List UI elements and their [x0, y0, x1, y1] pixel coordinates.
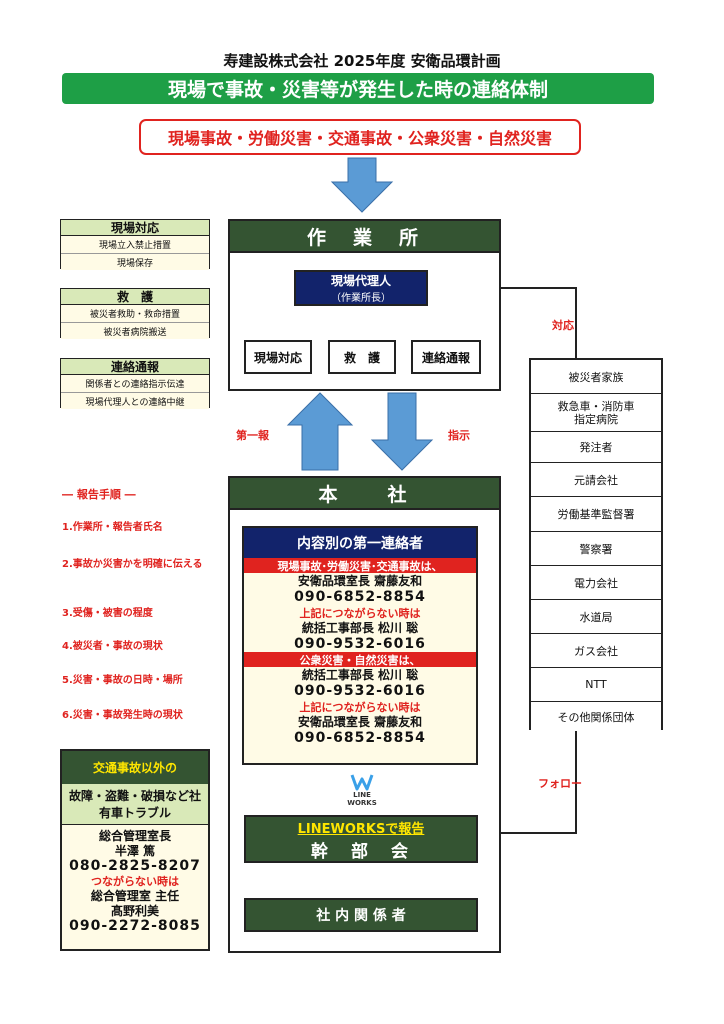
- arrow-up-first-report-icon: [286, 392, 354, 471]
- site-manager-box: 現場代理人 （作業所長）: [294, 270, 428, 306]
- internal-staff: 社 内 関 係 者: [244, 898, 478, 932]
- contact-water-bureau: 水道局: [531, 599, 661, 633]
- label-first-report: 第一報: [236, 429, 269, 442]
- case1-fallback: 上記につながらない時は: [299, 606, 421, 620]
- left-box-item: 関係者との連絡指示伝達: [61, 375, 209, 392]
- case2-fallback: 上記につながらない時は: [299, 700, 421, 714]
- contact-police: 警察署: [531, 531, 661, 565]
- incident-types: 現場事故・労働災害・交通事故・公衆災害・自然災害: [139, 119, 581, 155]
- contact-table-title: 内容別の第一連絡者: [244, 528, 476, 558]
- external-contacts: 被災者家族 救急車・消防車 指定病院 発注者 元請会社 労働基準監督署 警察署 …: [529, 358, 663, 731]
- left-box-title: 連絡通報: [61, 359, 209, 375]
- report-step: 5.災害・事故の日時・場所: [62, 675, 183, 686]
- manager-phone-2: 090-2272-8085: [69, 918, 201, 934]
- left-box-item: 現場代理人との連絡中継: [61, 392, 209, 409]
- left-box-title: 現場対応: [61, 220, 209, 236]
- contact-victim-family: 被災者家族: [531, 360, 661, 393]
- lineworks-icon: [350, 774, 374, 791]
- report-step: 1.作業所・報告者氏名: [62, 522, 163, 533]
- lineworks-report: LINEWORKSで報告: [297, 821, 425, 837]
- label-follow: フォロー: [538, 777, 582, 790]
- left-box-item: 被災者病院搬送: [61, 322, 209, 339]
- manager-name-2: 髙野利美: [110, 904, 159, 918]
- vehicle-fallback: つながらない時は: [91, 875, 179, 888]
- vehicle-trouble-box: 交通事故以外の 故障・盗難・破損など社有車トラブル 総合管理室長 半澤 篤 08…: [60, 749, 210, 951]
- unit-rescue: 救 護: [328, 340, 396, 374]
- arrow-down-instruction-icon: [370, 392, 434, 471]
- unit-contact: 連絡通報: [411, 340, 481, 374]
- left-box-site-response: 現場対応 現場立入禁止措置 現場保存: [60, 219, 210, 270]
- unit-site-response: 現場対応: [244, 340, 312, 374]
- report-step: 4.被災者・事故の現状: [62, 641, 163, 652]
- contact-labor-office: 労働基準監督署: [531, 496, 661, 531]
- report-step: 2.事故か災害かを明確に伝える: [62, 559, 203, 570]
- contact-client: 発注者: [531, 431, 661, 462]
- case2-alt-name: 安衛品環室長 齋藤友和: [297, 715, 423, 729]
- contact-general-contractor: 元請会社: [531, 462, 661, 496]
- case1-label: 現場事故･労働災害･交通事故は、: [244, 558, 476, 573]
- left-box-title: 救 護: [61, 289, 209, 305]
- case2-label: 公衆災害・自然災害は、: [244, 652, 476, 667]
- contact-other: その他関係団体: [531, 701, 661, 731]
- arrow-down-incident-icon: [330, 157, 394, 213]
- title-banner: 現場で事故・災害等が発生した時の連絡体制: [62, 73, 654, 104]
- label-instruction: 指示: [448, 429, 470, 442]
- case1-phone: 090-6852-8854: [294, 588, 426, 605]
- company-title: 寿建設株式会社 2025年度 安衛品環計画: [223, 52, 501, 70]
- case2-name: 統括工事部長 松川 聡: [301, 668, 419, 682]
- report-step: 3.受傷・被害の程度: [62, 608, 153, 619]
- left-box-rescue: 救 護 被災者救助・救命措置 被災者病院搬送: [60, 288, 210, 339]
- report-steps-title: ― 報告手順 ―: [62, 488, 136, 501]
- contact-gas-company: ガス会社: [531, 633, 661, 667]
- contact-ntt: NTT: [531, 667, 661, 701]
- contact-power-company: 電力会社: [531, 565, 661, 599]
- lineworks-logo: LINE WORKS: [340, 770, 384, 810]
- manager-phone-1: 080-2825-8207: [69, 858, 201, 874]
- vehicle-trouble-subtitle: 故障・盗難・破損など社有車トラブル: [62, 784, 208, 825]
- manager-role-1: 総合管理室長: [98, 828, 171, 843]
- case1-alt-name: 統括工事部長 松川 聡: [301, 621, 419, 635]
- worksite-header: 作 業 所: [228, 219, 501, 253]
- head-office-header: 本 社: [228, 476, 501, 510]
- executive-meeting: 幹 部 会: [311, 841, 411, 862]
- case2-phone: 090-9532-6016: [294, 682, 426, 699]
- manager-name-1: 半澤 篤: [114, 844, 156, 858]
- executive-box: LINEWORKSで報告 幹 部 会: [244, 815, 478, 863]
- site-manager-sub: （作業所長）: [331, 293, 391, 304]
- left-box-item: 現場保存: [61, 253, 209, 270]
- case2-alt-phone: 090-6852-8854: [294, 729, 426, 746]
- manager-role-2: 総合管理室 主任: [90, 889, 180, 903]
- left-box-item: 被災者救助・救命措置: [61, 305, 209, 322]
- vehicle-trouble-title: 交通事故以外の: [62, 751, 208, 784]
- lineworks-logo-text: LINE WORKS: [347, 791, 377, 807]
- left-box-item: 現場立入禁止措置: [61, 236, 209, 253]
- site-manager: 現場代理人: [330, 274, 391, 288]
- contact-ambulance: 救急車・消防車 指定病院: [531, 393, 661, 431]
- label-response: 対応: [552, 319, 574, 332]
- contact-table: 内容別の第一連絡者 現場事故･労働災害･交通事故は、 安衛品環室長 齋藤友和 0…: [242, 526, 478, 765]
- left-box-contact: 連絡通報 関係者との連絡指示伝達 現場代理人との連絡中継: [60, 358, 210, 409]
- report-step: 6.災害・事故発生時の現状: [62, 710, 183, 721]
- case1-name: 安衛品環室長 齋藤友和: [297, 574, 423, 588]
- case1-alt-phone: 090-9532-6016: [294, 635, 426, 652]
